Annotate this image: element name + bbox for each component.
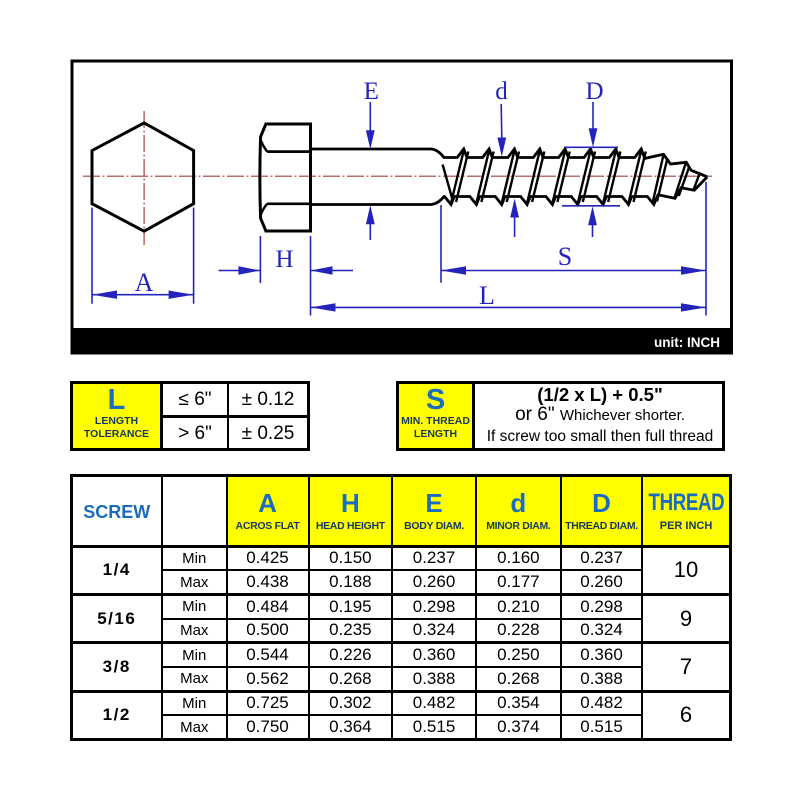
svg-text:H: H xyxy=(275,246,293,273)
svg-text:S: S xyxy=(558,242,572,271)
svg-text:unit: INCH: unit: INCH xyxy=(654,335,720,350)
svg-text:L: L xyxy=(479,281,495,310)
svg-text:d: d xyxy=(495,78,508,105)
svg-text:E: E xyxy=(364,78,379,105)
svg-text:A: A xyxy=(135,268,154,297)
svg-text:D: D xyxy=(585,78,603,105)
